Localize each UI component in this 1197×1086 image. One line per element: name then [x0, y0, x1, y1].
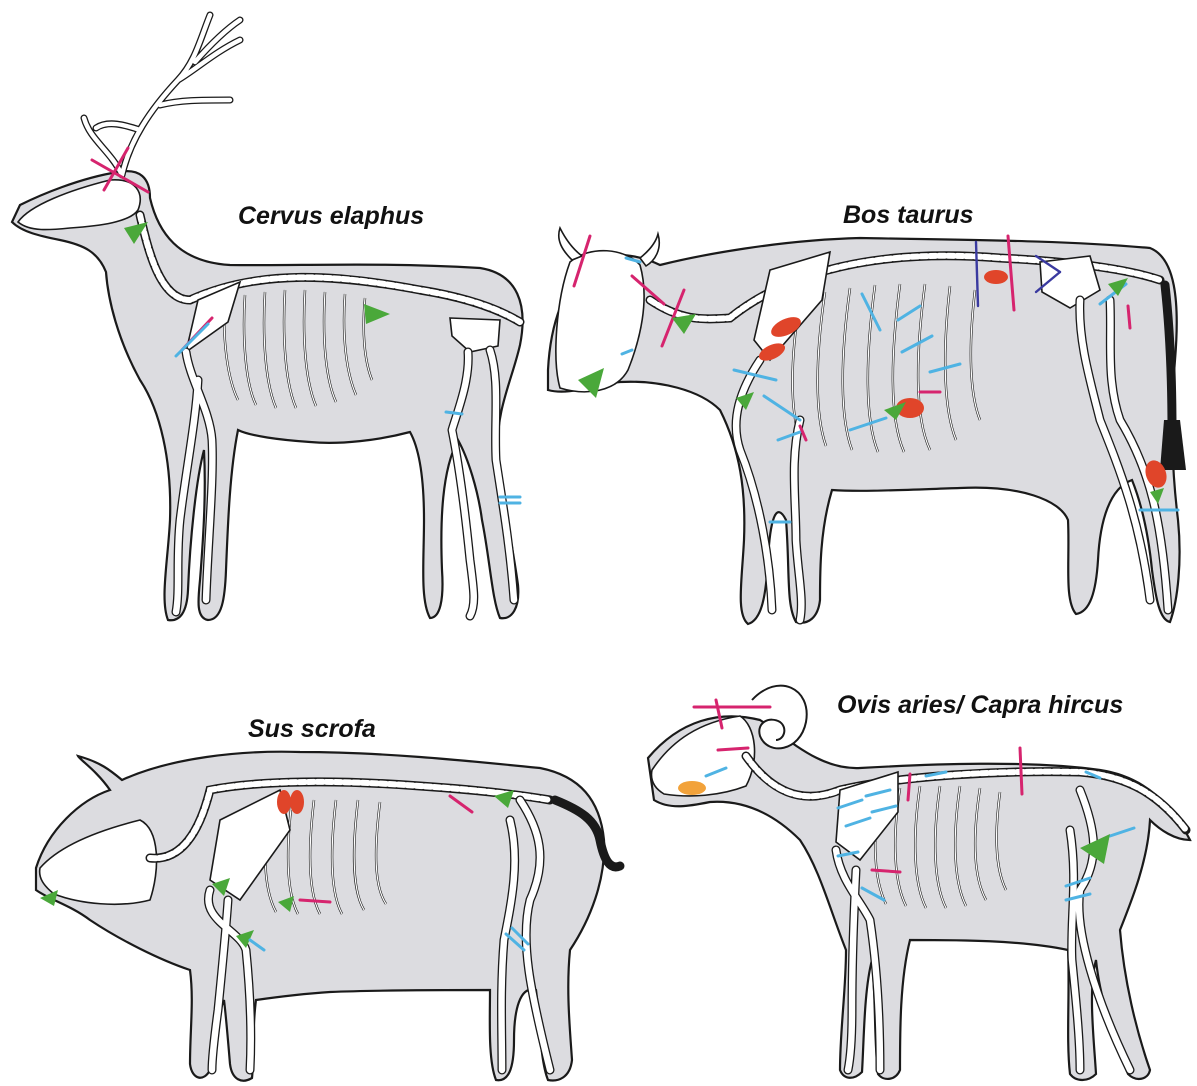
cow-horn-right [640, 234, 659, 266]
deer-antlers [84, 15, 240, 175]
cow-horn-left [559, 228, 582, 260]
sheep-panel: Ovis aries/ Capra hircus [648, 686, 1190, 1080]
sheep-label: Ovis aries/ Capra hircus [837, 691, 1123, 719]
deer-panel: Cervus elaphus [12, 15, 523, 620]
cow-panel: Bos taurus [548, 201, 1186, 624]
pig-label: Sus scrofa [248, 715, 376, 743]
deer-silhouette [12, 171, 523, 620]
cow-label: Bos taurus [843, 201, 974, 229]
deer-label: Cervus elaphus [238, 202, 424, 230]
pig-panel: Sus scrofa [36, 715, 620, 1081]
cow-tail-tuft [1160, 420, 1186, 470]
